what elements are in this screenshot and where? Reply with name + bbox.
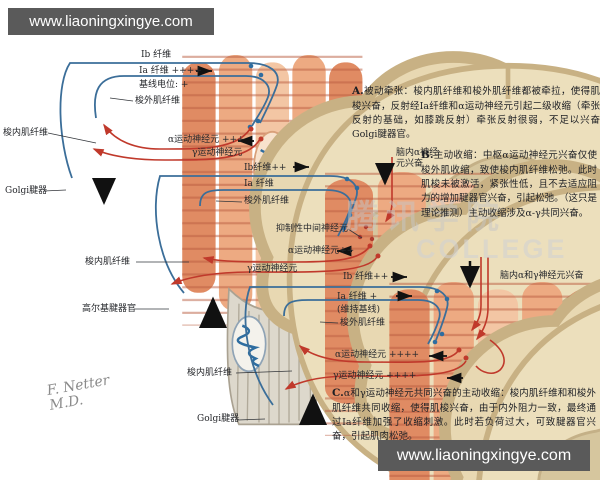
label-extrafusal-fiber-a: 梭外肌纤维: [135, 96, 181, 106]
afferent-fibers-c: [244, 286, 449, 406]
efferent-fibers-b: [170, 246, 378, 285]
label-ia-note-c: (维持基线): [337, 305, 381, 315]
label-intrafusal-fiber-b: 梭内肌纤维: [85, 257, 131, 267]
panel-b-art: [134, 157, 600, 480]
motor-neuron-dots-b: [367, 243, 381, 259]
label-baseline-potential-a: 基线电位: +: [139, 80, 189, 90]
panel-c-art: [235, 257, 600, 480]
caption-c-lead: C.: [332, 387, 344, 399]
label-ia-fiber-c: Ia 纤维 +: [337, 292, 378, 302]
label-inhibitory-interneuron-b: 抑制性中间神经元: [276, 224, 349, 234]
label-gamma-motoneuron-c: γ运动神经元 ++++: [333, 371, 417, 381]
descending-pathways-c: [471, 257, 505, 375]
label-alpha-motoneuron-b: α运动神经元++: [288, 246, 355, 256]
label-golgi-organ-b: 高尔基腱器官: [82, 304, 137, 314]
afferent-fibers-a: [59, 62, 279, 179]
label-extrafusal-fiber-c: 梭外肌纤维: [340, 318, 386, 328]
label-ib-fiber-a: Ib 纤维: [141, 50, 172, 60]
leader-lines-b: [134, 200, 363, 310]
label-intrafusal-fiber-c: 梭内肌纤维: [187, 368, 233, 378]
caption-b-body: 主动收缩：中枢α运动神经元兴奋仅使梭外肌收缩，致使梭内肌纤维松弛。此时肌梭未被激…: [421, 150, 597, 219]
top-url-banner: www.liaoningxingye.com: [8, 8, 214, 35]
bottom-url-banner: www.liaoningxingye.com: [378, 440, 590, 471]
afferent-synapse-dots-c: [432, 288, 450, 345]
leader-lines-c: [235, 321, 339, 421]
caption-c-body: α和γ运动神经元共同兴奋的主动收缩：梭内肌纤维和和梭外肌纤维共同收缩，使得肌梭兴…: [332, 388, 596, 443]
motor-neuron-dots-a: [248, 126, 264, 142]
efferent-fibers-a: [92, 123, 261, 161]
label-golgi-organ-a: Golgi腱器: [5, 186, 48, 196]
caption-b-lead: B.: [421, 149, 434, 161]
caption-b: B.主动收缩：中枢α运动神经元兴奋仅使梭外肌收缩，致使梭内肌纤维松弛。此时肌梭未…: [421, 148, 597, 221]
label-gamma-motoneuron-a: γ运动神经元: [192, 148, 243, 158]
label-intrafusal-fiber-a: 梭内肌纤维: [3, 128, 49, 138]
label-extrafusal-fiber-b: 梭外肌纤维: [244, 196, 290, 206]
caption-a-body: 被动牵张：梭内肌纤维和梭外肌纤维都被牵拉，使得肌梭兴奋，反射经Ia纤维和α运动神…: [352, 86, 600, 141]
panel-a-art: [43, 54, 600, 480]
label-alpha-motoneuron-c: α运动神经元 ++++: [335, 350, 420, 360]
label-gamma-motoneuron-b: γ运动神经元: [247, 264, 298, 274]
descending-pathway-b: [385, 157, 395, 223]
label-ia-fiber-b: Ia 纤维: [244, 179, 274, 189]
label-ia-fiber-a: Ia 纤维 ++++: [139, 66, 202, 76]
label-golgi-organ-c: Golgi腱器: [197, 414, 240, 424]
caption-a: A.被动牵张：梭内肌纤维和梭外肌纤维都被牵拉，使得肌梭兴奋，反射经Ia纤维和α运…: [352, 84, 600, 143]
caption-a-lead: A.: [352, 85, 364, 97]
label-brain-alpha-excited-b: 脑内α神经元兴奋: [396, 148, 439, 170]
afferent-synapse-dots-b: [341, 176, 360, 231]
label-ib-fiber-c: Ib 纤维++: [343, 272, 389, 282]
motor-neuron-dots-c: [456, 347, 469, 361]
label-ib-fiber-b: Ib纤维++: [244, 163, 287, 173]
label-brain-alpha-gamma-excited-c: 脑内α和γ神经元兴奋: [500, 271, 584, 281]
label-alpha-motoneuron-a: α运动神经元 +++: [168, 135, 245, 145]
caption-c: C.α和γ运动神经元共同兴奋的主动收缩：梭内肌纤维和和梭外肌纤维共同收缩，使得肌…: [332, 386, 596, 445]
leader-lines-a: [43, 97, 134, 192]
